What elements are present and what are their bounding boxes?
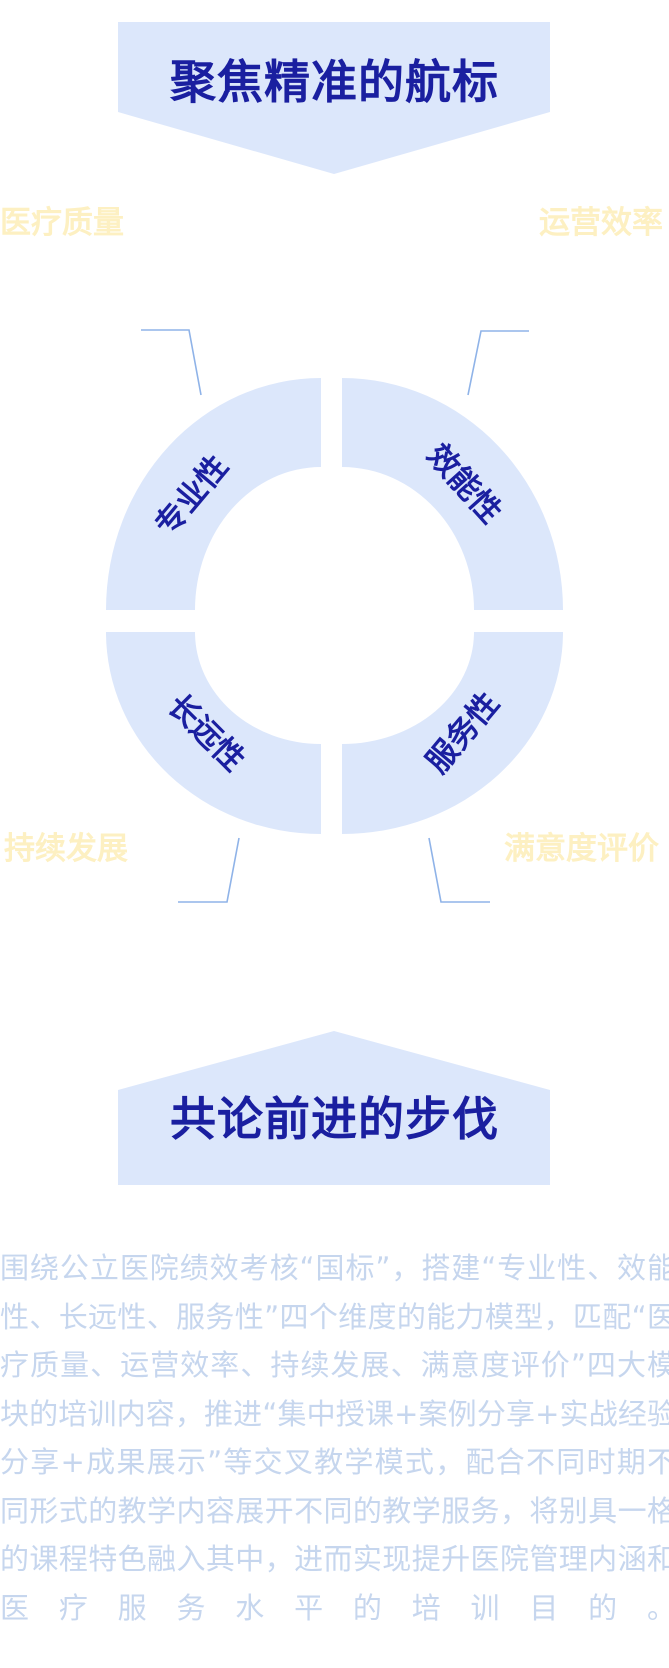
corner-label-bottom-right: 满意度评价 xyxy=(504,831,659,867)
connector-top-right xyxy=(467,330,529,396)
connector-bottom-right xyxy=(428,837,490,903)
bottom-banner-shape xyxy=(118,1031,550,1185)
corner-label-top-right: 运营效率 xyxy=(539,205,663,241)
corner-label-top-left: 医疗质量 xyxy=(0,205,124,241)
connector-top-left xyxy=(141,329,202,396)
connector-bottom-left xyxy=(178,837,240,903)
bottom-banner-title: 共论前进的步伐 xyxy=(170,1092,499,1146)
top-banner-shape xyxy=(118,22,550,174)
top-banner-title: 聚焦精准的航标 xyxy=(170,55,499,109)
ring-segment-bottom-right xyxy=(342,632,563,834)
description-paragraph: 围绕公立医院绩效考核“国标”，搭建“专业性、效能性、长远性、服务性”四个维度的能… xyxy=(0,1251,669,1625)
ring-segment-top-left xyxy=(106,378,321,610)
ring-segment-bottom-left xyxy=(106,632,321,834)
corner-label-bottom-left: 持续发展 xyxy=(4,831,128,867)
ring-segment-top-right xyxy=(342,378,563,610)
